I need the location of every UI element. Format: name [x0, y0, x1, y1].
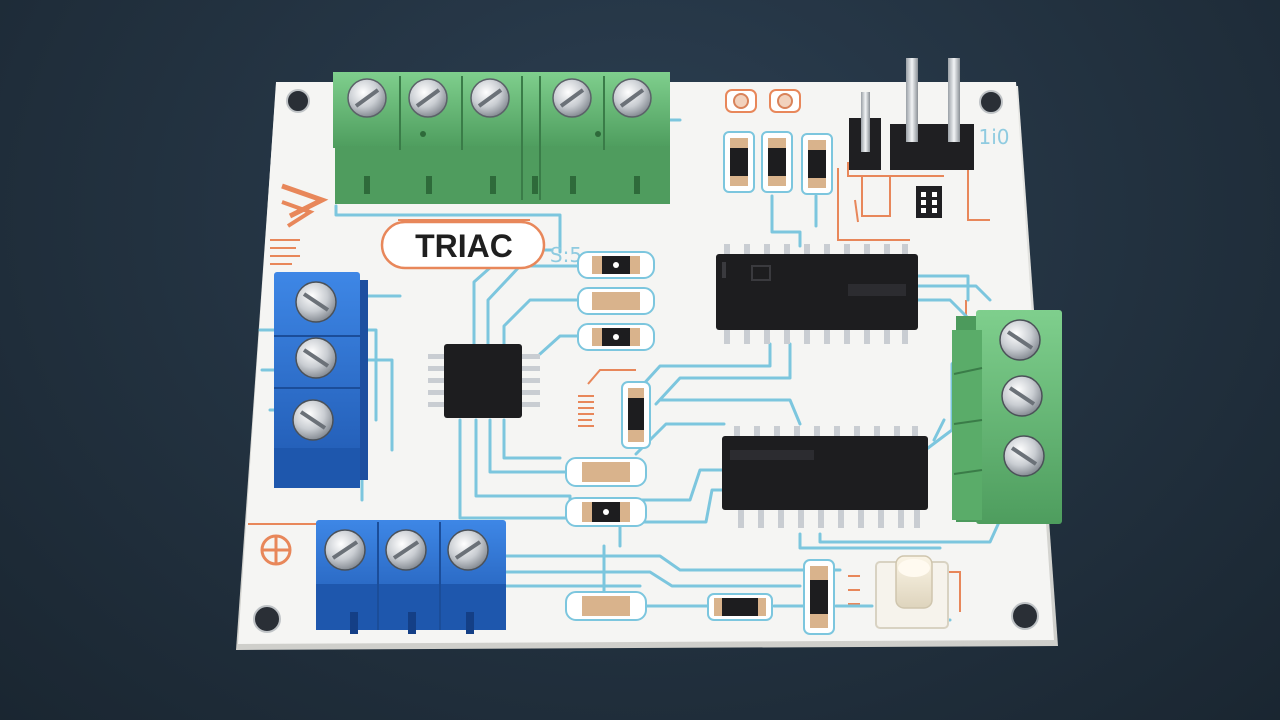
screw-terminal-icon[interactable] — [385, 529, 427, 571]
smd-resistor-icon — [565, 591, 647, 621]
screw-terminal-icon[interactable] — [295, 337, 337, 379]
mounting-hole-icon — [286, 89, 310, 113]
mounting-hole-icon — [253, 605, 281, 633]
screw-terminal-icon[interactable] — [612, 78, 652, 118]
pin-header-icon[interactable] — [890, 58, 974, 170]
board-label: TRIAC — [415, 228, 513, 264]
mounting-hole-icon — [979, 90, 1003, 114]
screw-terminal-icon[interactable] — [295, 281, 337, 323]
screw-terminal-icon[interactable] — [324, 529, 366, 571]
silk-text-s5: S:5 — [550, 243, 582, 267]
silk-text-1i0: 1i0 — [978, 125, 1009, 149]
screw-terminal-icon[interactable] — [1003, 435, 1045, 477]
smd-resistor-icon — [761, 131, 793, 193]
bottom-blue-terminal-block — [316, 520, 506, 634]
smd-resistor-icon — [577, 323, 655, 351]
right-green-terminal-block — [952, 310, 1062, 524]
screw-terminal-icon[interactable] — [292, 399, 334, 441]
screw-terminal-icon[interactable] — [470, 78, 510, 118]
smd-resistor-icon — [801, 133, 833, 195]
smd-resistor-icon — [577, 287, 655, 315]
screw-terminal-icon[interactable] — [347, 78, 387, 118]
ic-chip-icon — [716, 244, 918, 344]
smd-resistor-icon — [723, 131, 755, 193]
smd-resistor-icon — [565, 457, 647, 487]
board-label-plate: TRIAC — [380, 220, 546, 270]
screw-terminal-icon[interactable] — [408, 78, 448, 118]
push-button-icon[interactable] — [875, 555, 949, 629]
screw-terminal-icon[interactable] — [447, 529, 489, 571]
pin-header-icon[interactable] — [849, 92, 881, 170]
screw-terminal-icon[interactable] — [552, 78, 592, 118]
smd-resistor-icon — [803, 559, 835, 635]
smd-resistor-icon — [577, 251, 655, 279]
top-green-terminal-block — [333, 72, 670, 204]
smd-resistor-icon — [707, 593, 773, 621]
led-pads — [725, 89, 801, 113]
mounting-hole-icon — [1011, 602, 1039, 630]
smd-resistor-icon — [621, 381, 651, 449]
ic-chip-icon — [722, 426, 928, 528]
ic-chip-icon — [428, 344, 540, 418]
smd-array-icon — [916, 186, 942, 218]
screw-terminal-icon[interactable] — [999, 319, 1041, 361]
screw-terminal-icon[interactable] — [1001, 375, 1043, 417]
smd-resistor-icon — [565, 497, 647, 527]
left-blue-terminal-block — [274, 272, 368, 488]
